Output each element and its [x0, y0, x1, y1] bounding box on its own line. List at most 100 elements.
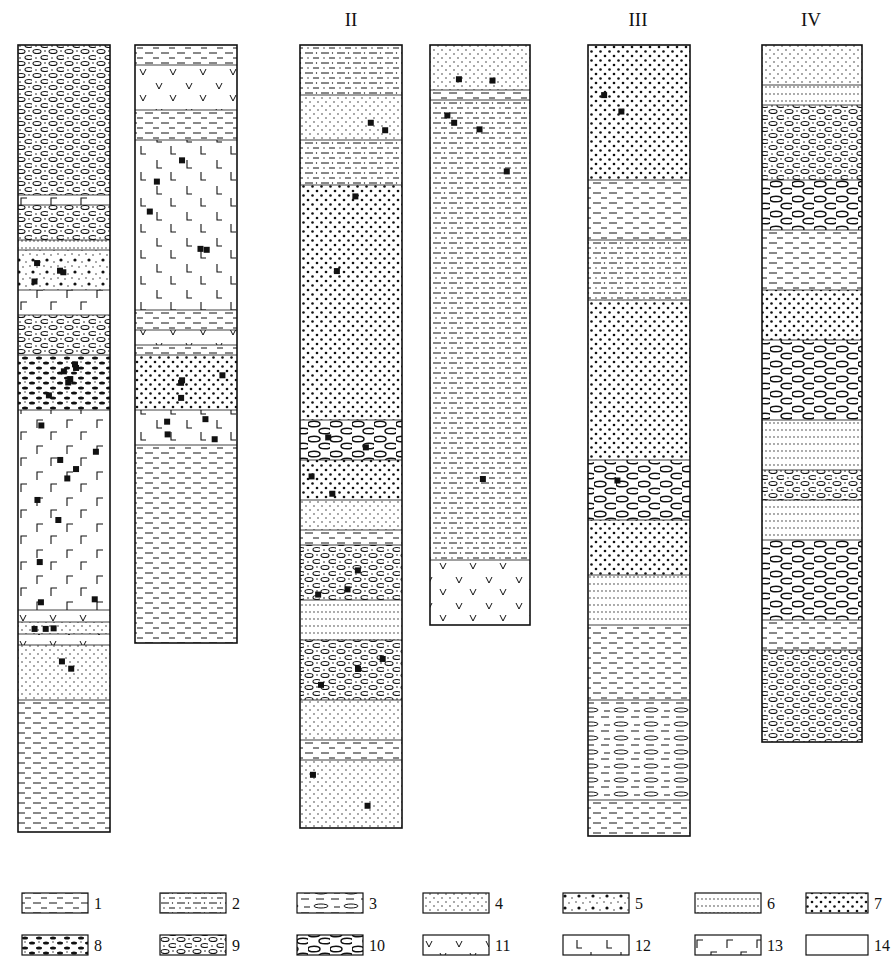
rock-layer: [300, 420, 402, 460]
layer-boundary: [135, 410, 237, 411]
layer-boundary: [762, 650, 862, 651]
section-column: [762, 45, 862, 742]
legend-number: 8: [94, 938, 102, 954]
fossil-mark: [38, 599, 44, 605]
rock-layer: [300, 640, 402, 700]
layer-boundary: [300, 740, 402, 741]
legend-number: 11: [495, 938, 510, 954]
fossil-mark: [164, 419, 170, 425]
fossil-mark: [355, 666, 361, 672]
layer-boundary: [588, 520, 690, 521]
layer-boundary: [762, 500, 862, 501]
fossil-mark: [504, 168, 510, 174]
fossil-mark: [477, 126, 483, 132]
section-column: [588, 45, 690, 836]
rock-layer: [135, 140, 237, 310]
rock-layer: [588, 700, 690, 800]
column-outline: [762, 45, 862, 742]
layer-boundary: [762, 420, 862, 421]
fossil-mark: [318, 682, 324, 688]
rock-layer: [588, 300, 690, 460]
rock-layer: [300, 460, 402, 500]
layer-boundary: [18, 410, 110, 411]
layer-boundary: [762, 230, 862, 231]
legend-swatch: [160, 935, 226, 955]
fossil-mark: [451, 120, 457, 126]
rock-layer: [18, 240, 110, 250]
layer-boundary: [18, 315, 110, 316]
rock-layer: [300, 760, 402, 828]
rock-layer: [588, 520, 690, 575]
layer-boundary: [762, 340, 862, 341]
rock-layer: [300, 500, 402, 530]
rock-layer: [300, 140, 402, 185]
legend-number: 3: [369, 896, 377, 912]
layer-boundary: [18, 622, 110, 623]
legend-number: 4: [495, 896, 503, 912]
section-column: [300, 45, 402, 828]
rock-layer: [135, 65, 237, 110]
layer-boundary: [588, 460, 690, 461]
rock-layer: [135, 45, 237, 65]
rock-layer: [135, 445, 237, 643]
layer-boundary: [135, 345, 237, 346]
rock-layer: [300, 530, 402, 545]
rock-layer: [18, 700, 110, 832]
fossil-mark: [59, 658, 65, 664]
legend-swatch: [22, 893, 88, 913]
fossil-mark: [365, 803, 371, 809]
rock-layer: [18, 645, 110, 700]
rock-layer: [18, 622, 110, 634]
rock-layer: [300, 95, 402, 140]
fossil-mark: [73, 466, 79, 472]
fossil-mark: [55, 517, 61, 523]
legend-number: 1: [94, 896, 102, 912]
rock-layer: [762, 105, 862, 180]
column-outline: [300, 45, 402, 828]
rock-layer: [18, 410, 110, 610]
fossil-mark: [178, 395, 184, 401]
layer-boundary: [18, 195, 110, 196]
fossil-mark: [197, 246, 203, 252]
fossil-mark: [315, 592, 321, 598]
layer-boundary: [18, 290, 110, 291]
legend-number: 13: [767, 938, 783, 954]
rock-layer: [18, 195, 110, 205]
legend-swatch: [22, 935, 88, 955]
legend-number: 2: [232, 896, 240, 912]
fossil-mark: [37, 559, 43, 565]
column-outline: [135, 45, 237, 643]
column-outline: [18, 45, 110, 832]
rock-layer: [762, 470, 862, 500]
legend-swatch: [297, 935, 363, 955]
section-column: [430, 45, 530, 625]
layer-boundary: [300, 420, 402, 421]
rock-layer: [135, 110, 237, 140]
layer-boundary: [588, 240, 690, 241]
legend-number: 12: [635, 938, 651, 954]
column-number: III: [629, 10, 648, 29]
fossil-mark: [352, 193, 358, 199]
rock-layer: [135, 330, 237, 345]
rock-layer: [762, 540, 862, 620]
fossil-mark: [93, 449, 99, 455]
fossil-mark: [355, 567, 361, 573]
rock-layer: [762, 230, 862, 290]
rock-layer: [588, 45, 690, 180]
legend-swatch: [563, 935, 629, 955]
layer-boundary: [762, 620, 862, 621]
rock-layer: [135, 345, 237, 355]
column-number: II: [345, 10, 358, 29]
layer-boundary: [135, 330, 237, 331]
layer-boundary: [588, 300, 690, 301]
layer-boundary: [300, 700, 402, 701]
legend-number: 10: [369, 938, 385, 954]
layer-boundary: [135, 140, 237, 141]
rock-layer: [430, 100, 530, 560]
fossil-mark: [368, 120, 374, 126]
rock-layer: [18, 290, 110, 315]
rock-layer: [588, 460, 690, 520]
layer-boundary: [300, 185, 402, 186]
fossil-mark: [165, 431, 171, 437]
